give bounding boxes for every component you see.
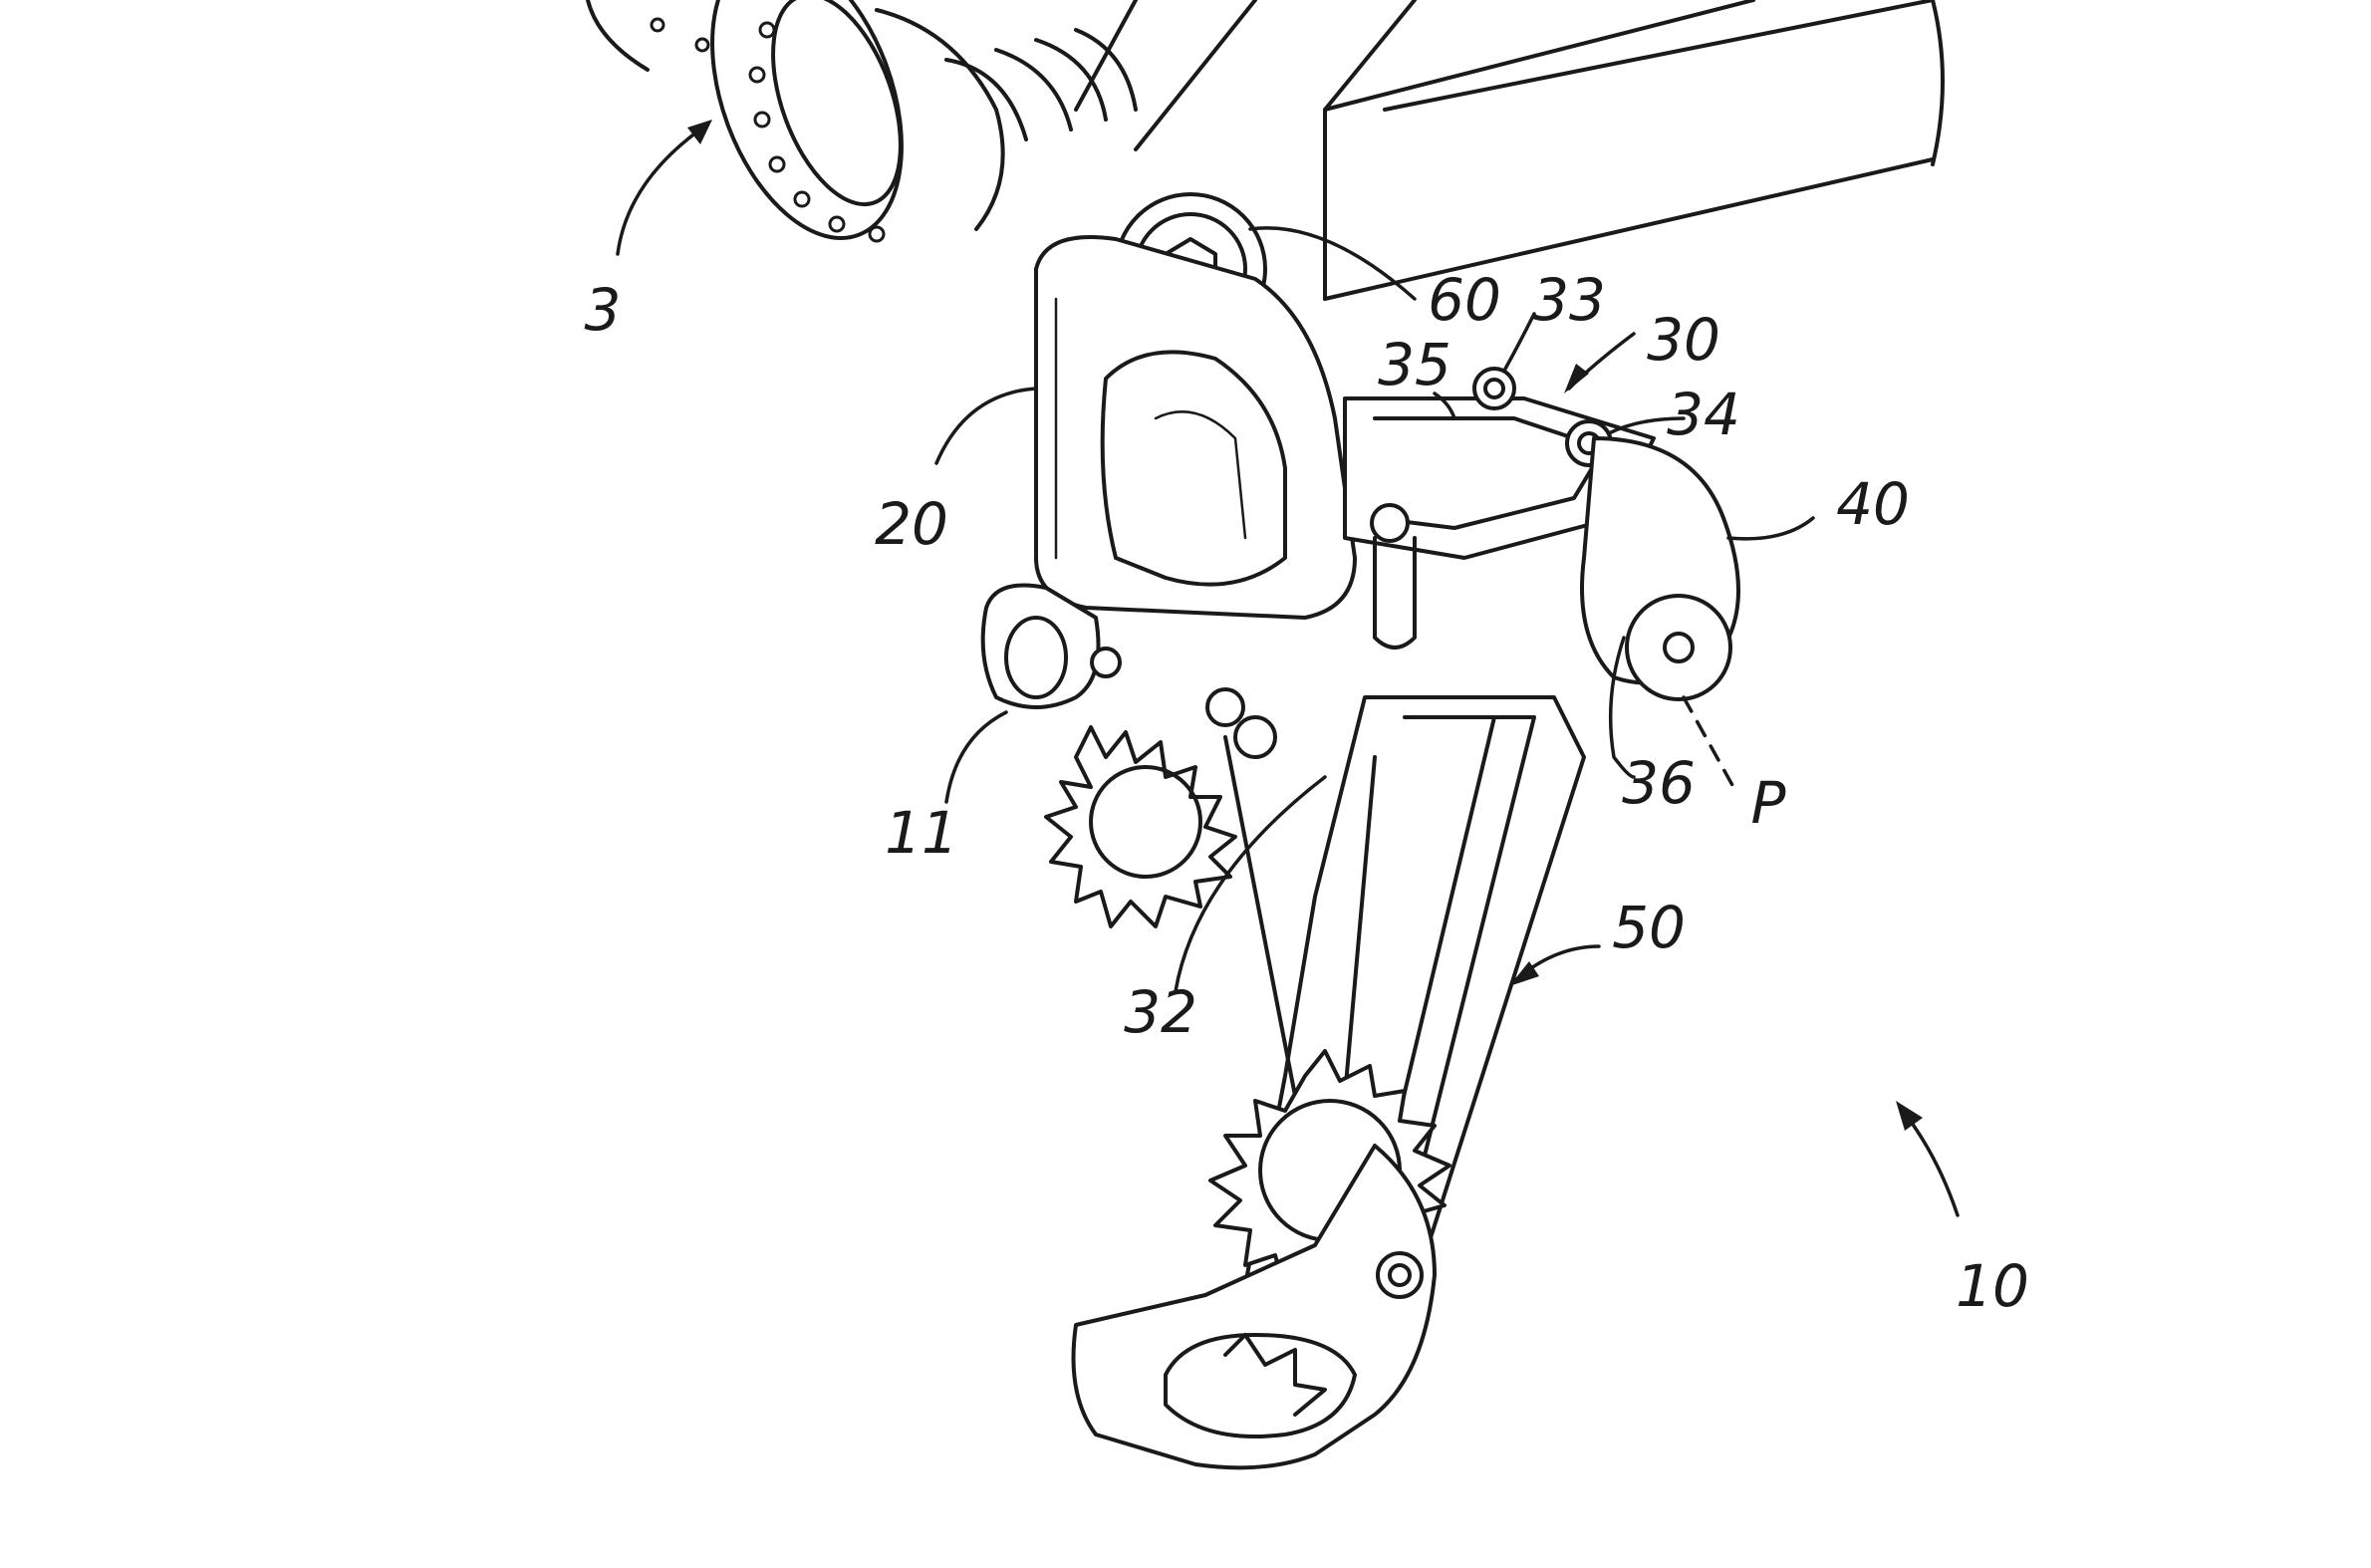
label-20: 20 (875, 490, 948, 558)
label-60: 60 (1428, 266, 1501, 334)
arrowhead-10 (1896, 1101, 1923, 1131)
leader-10 (1901, 1109, 1960, 1217)
cage-outer-plate (1071, 1144, 1437, 1470)
label-P: P (1751, 769, 1786, 837)
label-50: 50 (1612, 894, 1686, 961)
leader-34 (1607, 416, 1686, 435)
knuckle-40 (1580, 436, 1740, 701)
leader-40 (1726, 516, 1815, 541)
arrowhead-30 (1564, 364, 1589, 393)
arrowhead-3 (687, 120, 712, 144)
leader-3 (616, 123, 709, 256)
arrowhead-50 (1509, 961, 1539, 986)
leader-11 (944, 710, 1008, 804)
label-3: 3 (585, 276, 622, 344)
leader-33 (1502, 312, 1536, 373)
reference-numerals: 3 20 60 33 30 35 34 40 36 P 11 32 50 10 (585, 266, 2029, 1320)
frame-dropout (1074, 0, 1945, 301)
label-36: 36 (1622, 749, 1696, 817)
label-33: 33 (1532, 266, 1606, 334)
label-34: 34 (1667, 381, 1740, 448)
label-35: 35 (1378, 331, 1451, 398)
base-member-20 (1034, 235, 1357, 620)
upper-pulley (1044, 687, 1277, 928)
leader-35 (1433, 392, 1456, 420)
b-knuckle-11 (980, 583, 1122, 709)
leader-36 (1608, 636, 1636, 779)
axis-P (1682, 695, 1735, 789)
hub-flange-holes (650, 17, 886, 243)
label-10: 10 (1956, 1252, 2029, 1320)
leader-20 (934, 387, 1038, 465)
leader-60 (1248, 226, 1417, 301)
rear-hub (586, 0, 1138, 243)
leader-32 (1174, 775, 1327, 993)
label-30: 30 (1647, 306, 1720, 374)
label-40: 40 (1836, 470, 1910, 538)
leader-lines (616, 120, 1960, 1217)
label-32: 32 (1124, 978, 1197, 1046)
label-11: 11 (885, 799, 958, 867)
